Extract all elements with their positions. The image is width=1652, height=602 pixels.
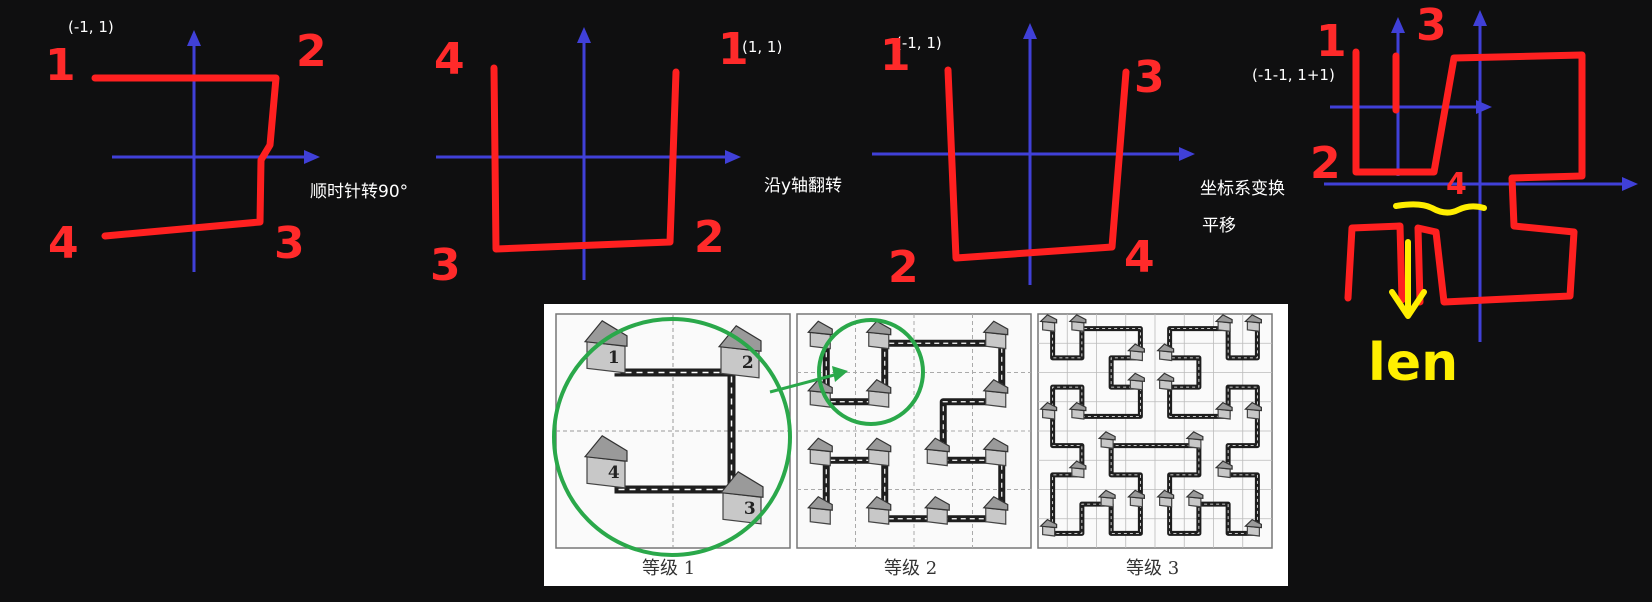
- corner-number: 1: [1316, 16, 1347, 67]
- translate-note: 平移: [1202, 216, 1236, 236]
- coord-label-4: (-1-1, 1+1): [1252, 66, 1335, 84]
- house-number: 2: [742, 353, 754, 373]
- x-arrow-4: [1622, 177, 1638, 191]
- corner-number: 4: [1446, 167, 1467, 202]
- diagram-1: (-1, 1) 1 2 3 4 顺时针转90°: [45, 18, 408, 272]
- corner-number: 1: [880, 30, 911, 81]
- house-number: 4: [608, 463, 620, 483]
- corner-number: 2: [694, 212, 725, 263]
- y-arrow-1: [187, 30, 201, 46]
- x-arrow-3: [1179, 147, 1195, 161]
- y-arrow-2: [577, 27, 591, 43]
- hilbert-figure: 1 2 4 3 等级 1 等级 2 等级 3: [544, 304, 1288, 586]
- house-number: 1: [608, 348, 620, 368]
- caption-level-2: 等级 2: [884, 558, 937, 579]
- curve-3: [948, 70, 1126, 258]
- inner-y-arrow: [1391, 17, 1405, 33]
- corner-number: 2: [888, 242, 919, 293]
- len-brace: [1396, 204, 1484, 212]
- y-arrow-3: [1023, 23, 1037, 39]
- corner-number: 1: [45, 40, 76, 91]
- flip-note: 沿y轴翻转: [764, 176, 842, 196]
- corner-number: 4: [48, 218, 79, 269]
- rotate-note: 顺时针转90°: [310, 182, 408, 202]
- coord-label-1: (-1, 1): [68, 18, 114, 36]
- transform-note: 坐标系变换: [1200, 179, 1285, 199]
- house-number: 3: [744, 499, 756, 519]
- diagram-4: len (-1-1, 1+1) 1 3 2 4: [1252, 0, 1638, 393]
- corner-number: 1: [718, 24, 749, 75]
- x-arrow-2: [725, 150, 741, 164]
- corner-number: 3: [1134, 52, 1165, 103]
- diagram-2: (1, 1) 4 1 2 3 沿y轴翻转: [430, 24, 842, 291]
- caption-level-1: 等级 1: [642, 558, 695, 579]
- corner-number: 2: [296, 26, 327, 77]
- diagram-3: (-1, 1) 1 3 4 2 坐标系变换 平移: [872, 23, 1285, 293]
- y-arrow-4: [1473, 10, 1487, 26]
- corner-number: 2: [1310, 138, 1341, 189]
- curve-4: [1356, 52, 1582, 302]
- corner-number: 3: [430, 240, 461, 291]
- corner-number: 4: [1124, 232, 1155, 283]
- curve-4-left: [1348, 226, 1402, 300]
- caption-level-3: 等级 3: [1126, 558, 1179, 579]
- x-arrow-1: [304, 150, 320, 164]
- corner-number: 3: [1416, 0, 1447, 51]
- inner-x-arrow: [1476, 100, 1492, 114]
- corner-number: 3: [274, 218, 305, 269]
- corner-number: 4: [434, 34, 465, 85]
- len-label: len: [1368, 333, 1458, 393]
